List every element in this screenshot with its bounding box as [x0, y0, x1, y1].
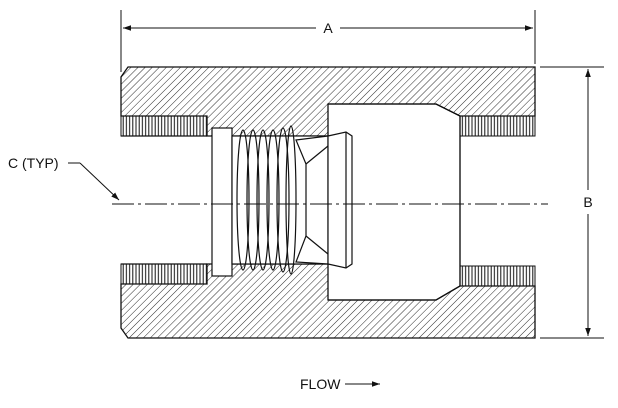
flow-label: FLOW: [300, 376, 341, 392]
inlet-thread-bottom: [120, 263, 208, 285]
callout-c-label: C (TYP): [8, 155, 59, 171]
spring-retainer: [211, 127, 233, 277]
outlet-thread-top: [459, 115, 536, 137]
dimension-a: [120, 10, 536, 72]
dimension-b-label: B: [583, 194, 592, 210]
valve-body: [120, 66, 536, 339]
spring: [236, 125, 297, 275]
poppet-head: [327, 131, 353, 269]
callout-c-leader: [68, 162, 120, 201]
top-wall-section: [120, 66, 536, 137]
poppet-assembly: [211, 103, 461, 301]
outlet-thread-bottom: [459, 265, 536, 287]
dimension-b: [540, 66, 604, 339]
inlet-thread-top: [120, 115, 208, 137]
dimension-a-label: A: [323, 20, 333, 36]
